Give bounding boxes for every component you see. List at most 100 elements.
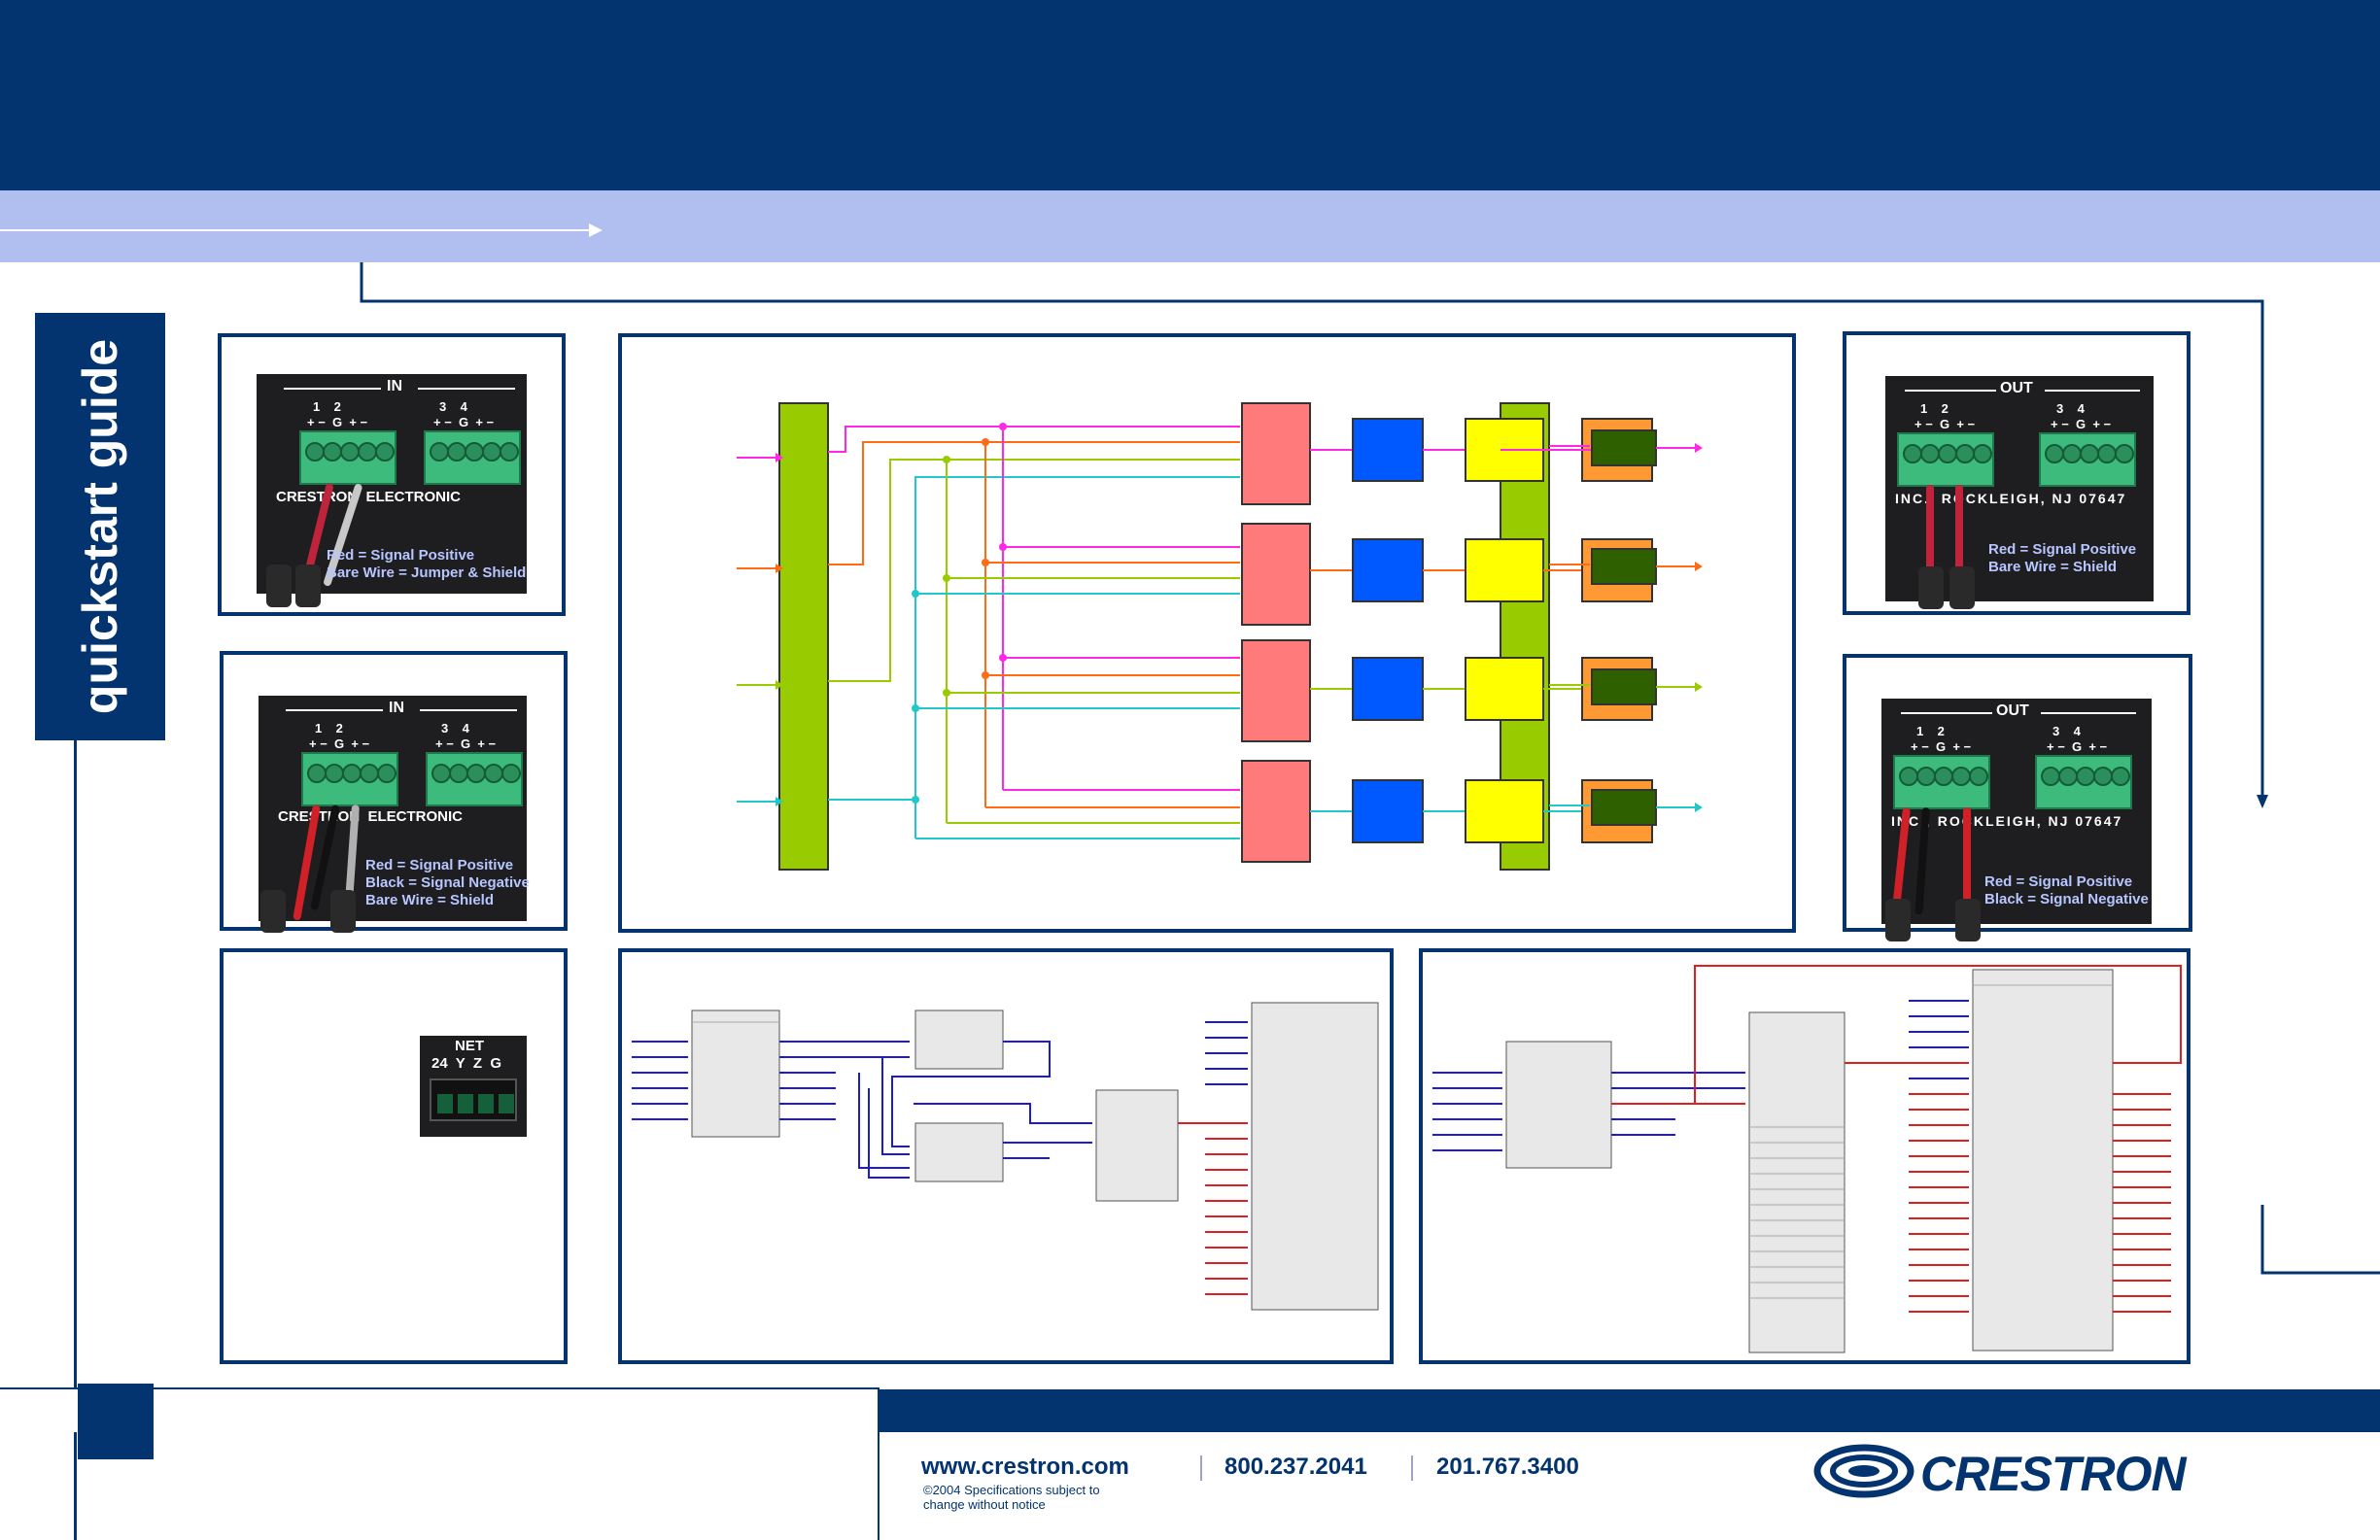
- net-connector-photo: NET 24 Y Z G: [420, 1036, 527, 1137]
- wire-note-2: Bare Wire = Jumper & Shield: [327, 565, 527, 581]
- wire-note-2: Black = Signal Negative: [365, 874, 530, 891]
- pin-numbers-b: 3 4: [2056, 401, 2085, 416]
- cable-boot-left: [260, 890, 286, 933]
- in-header-rule-right: [418, 388, 515, 390]
- terminal-block-1-2: [1897, 432, 1994, 487]
- cable-boot-left: [1918, 566, 1944, 609]
- terminal-block-1-2: [299, 430, 397, 485]
- subheader-band: [0, 190, 2380, 262]
- terminal-block-3-4: [426, 752, 523, 806]
- website-link[interactable]: www.crestron.com: [921, 1454, 1129, 1480]
- output-connector-photo: OUT 1 2 + − G + − 3 4 + − G + − INC., RO…: [1885, 376, 2154, 609]
- terminal-block-3-4: [2035, 755, 2132, 809]
- pin-numbers-a: 1 2: [1920, 401, 1949, 416]
- input-wiring-balanced-panel: IN 1 2 + − G + − 3 4 + − G + − CRESTRON …: [220, 651, 568, 933]
- net-pin-labels: 24 Y Z G: [431, 1055, 501, 1072]
- cable-boot-right: [330, 890, 356, 933]
- pin-numbers-a: 1 2: [315, 721, 343, 736]
- pin-polarity-a: + − G + −: [307, 415, 368, 429]
- footer-page-marker: [78, 1384, 154, 1459]
- in-header-label: IN: [389, 700, 404, 716]
- pin-numbers-a: 1 2: [1916, 724, 1945, 738]
- net-plug: [430, 1078, 517, 1121]
- mixer-block-4: [1241, 760, 1311, 863]
- system-diagram-a: [632, 1002, 1379, 1311]
- system-diagram-panel-a: [618, 948, 1394, 1364]
- in-header-label: IN: [387, 378, 402, 394]
- crestron-logo: CRESTRON: [1813, 1442, 2272, 1501]
- red-wire: [1926, 485, 1934, 582]
- network-connector-panel: NET 24 Y Z G: [220, 948, 568, 1364]
- system-diagram-b: [1432, 965, 2182, 1353]
- out-header-rule-right: [2045, 390, 2140, 392]
- subheader-rule: [0, 229, 593, 231]
- pin-numbers-b: 3 4: [441, 721, 469, 736]
- wire-note-2: Bare Wire = Shield: [1988, 559, 2117, 575]
- pin-numbers-b: 3 4: [439, 399, 467, 414]
- out-header-rule: [1905, 390, 1996, 392]
- phone-number-2: 201.767.3400: [1436, 1454, 1579, 1480]
- crestron-swirl-icon: [1813, 1444, 1914, 1498]
- out-header-label: OUT: [2000, 380, 2033, 396]
- cable-boot-left: [266, 565, 292, 607]
- in-header-rule: [284, 388, 381, 390]
- wire-note-1: Red = Signal Positive: [1984, 873, 2133, 890]
- pin-polarity-a: + − G + −: [1914, 417, 1976, 431]
- legal-line-2: change without notice: [923, 1497, 1046, 1512]
- signal-flow-diagram: [737, 402, 1703, 871]
- terminal-block-3-4: [424, 430, 521, 485]
- address-strip: INC., ROCKLEIGH, NJ 07647: [1895, 491, 2127, 506]
- phone-number-1: 800.237.2041: [1224, 1454, 1367, 1480]
- input-router-block: [778, 402, 829, 871]
- output-stages: [1549, 429, 1703, 826]
- pin-polarity-a: + − G + −: [309, 736, 370, 751]
- brand-strip: CRESTRON ELECTRONIC: [278, 808, 464, 825]
- system-diagram-panel-b: [1419, 948, 2190, 1364]
- junction-dots: [912, 423, 1007, 804]
- tap-lines: [915, 546, 1240, 839]
- arrow-right-icon: [589, 223, 603, 237]
- red-wire-2: [1955, 485, 1963, 582]
- footer-rule: [0, 1387, 880, 1389]
- out-header-rule-right: [2041, 712, 2136, 714]
- footer-separator-2: [1411, 1455, 1413, 1481]
- wire-note-1: Red = Signal Positive: [365, 857, 514, 873]
- cable-boot-right: [1949, 566, 1975, 609]
- input-wiring-unbalanced-panel: IN 1 2 + − G + − 3 4 + − G + − CRESTRON …: [218, 333, 566, 616]
- chain-row-1: [1310, 418, 1653, 482]
- pin-polarity-b: + − G + −: [433, 415, 495, 429]
- output-connector-photo: OUT 1 2 + − G + − 3 4 + − G + − INC., RO…: [1881, 699, 2152, 941]
- terminal-block-1-2: [301, 752, 398, 806]
- mixer-block-1: [1241, 402, 1311, 505]
- output-wiring-unbalanced-panel: OUT 1 2 + − G + − 3 4 + − G + − INC., RO…: [1843, 331, 2190, 615]
- crestron-wordmark: CRESTRON: [1920, 1447, 2187, 1501]
- pin-numbers-a: 1 2: [313, 399, 341, 414]
- brand-strip: CRESTRON ELECTRONIC: [276, 489, 462, 505]
- terminal-block-1-2: [1893, 755, 1990, 809]
- legal-line-1: ©2004 Specifications subject to: [923, 1483, 1100, 1497]
- pin-polarity-b: + − G + −: [2047, 739, 2108, 754]
- wire-note-1: Red = Signal Positive: [1988, 541, 2137, 558]
- wire-note-2: Black = Signal Negative: [1984, 891, 2149, 907]
- signal-flow-diagram-panel: [618, 333, 1796, 933]
- wire-note-3: Bare Wire = Shield: [365, 892, 494, 908]
- input-connector-photo: IN 1 2 + − G + − 3 4 + − G + − CRESTRON …: [257, 374, 527, 607]
- address-strip: INC., ROCKLEIGH, NJ 07647: [1891, 813, 2123, 829]
- out-header-rule: [1901, 712, 1992, 714]
- pin-polarity-a: + − G + −: [1911, 739, 1972, 754]
- wire-note-1: Red = Signal Positive: [327, 547, 475, 564]
- mixer-block-3: [1241, 639, 1311, 742]
- pin-numbers-b: 3 4: [2052, 724, 2081, 738]
- header-band: [0, 0, 2380, 190]
- output-wiring-balanced-panel: OUT 1 2 + − G + − 3 4 + − G + − INC., RO…: [1843, 654, 2192, 941]
- cable-boot-right: [1955, 899, 1981, 941]
- terminal-block-3-4: [2039, 432, 2136, 487]
- in-header-rule: [286, 709, 383, 711]
- cable-boot-right: [295, 565, 321, 607]
- cable-boot-left: [1885, 899, 1911, 941]
- footer-band: [880, 1389, 2380, 1432]
- pin-polarity-b: + − G + −: [435, 736, 497, 751]
- net-header-label: NET: [455, 1038, 484, 1054]
- sidebar-tab: quickstart guide: [35, 313, 165, 740]
- mixer-block-2: [1241, 523, 1311, 626]
